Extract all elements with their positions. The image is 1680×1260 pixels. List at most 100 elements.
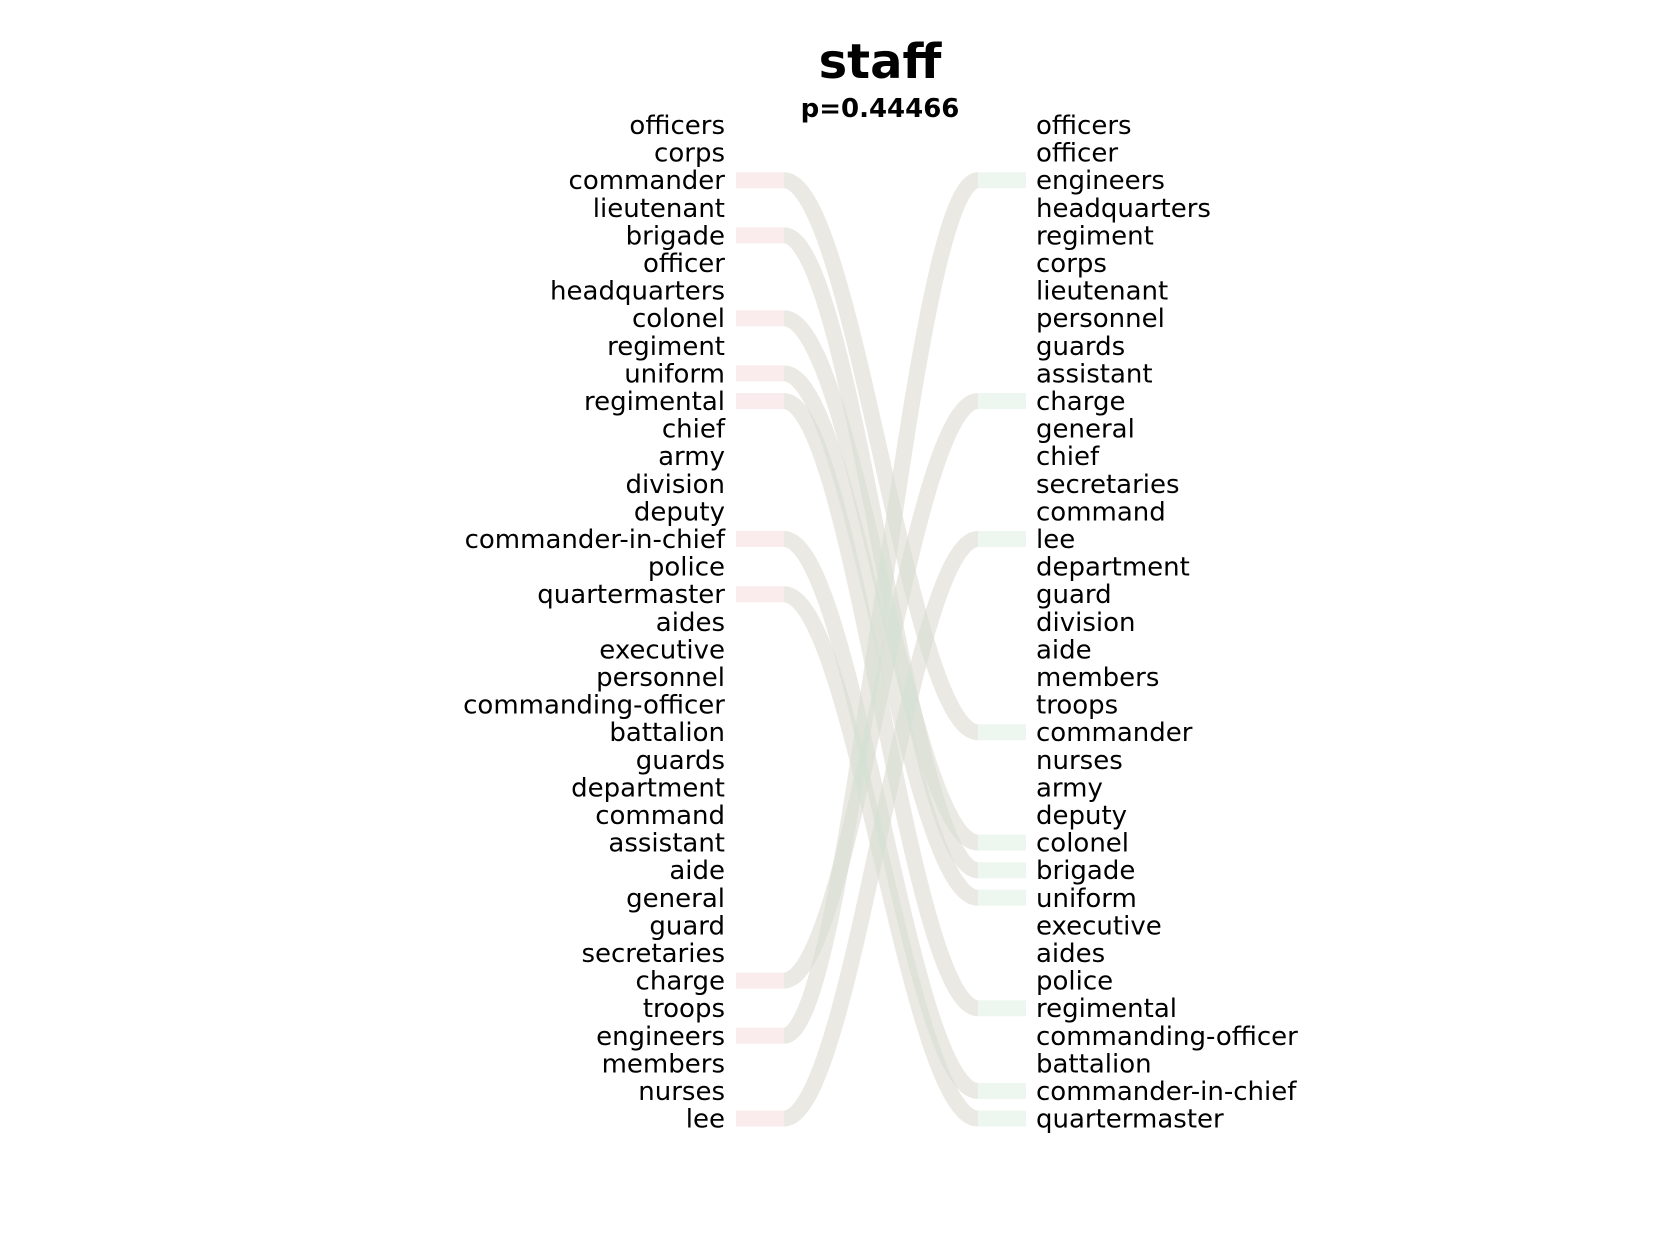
left-link-uniform	[736, 365, 981, 906]
left-word: regimental	[584, 387, 725, 417]
right-word: engineers	[1036, 166, 1165, 196]
left-word: chief	[662, 415, 726, 445]
left-word: aide	[669, 856, 725, 886]
right-word: quartermaster	[1036, 1105, 1224, 1135]
left-word: headquarters	[550, 277, 725, 307]
right-link-brigade	[781, 227, 1026, 879]
left-word: colonel	[632, 304, 725, 334]
right-word: uniform	[1036, 884, 1137, 914]
left-word: division	[626, 470, 726, 500]
right-link-lee	[781, 531, 1026, 1127]
left-word: commander-in-chief	[465, 525, 726, 555]
left-word: guard	[649, 911, 725, 941]
right-word-list: officersofficerengineersheadquartersregi…	[1036, 111, 1298, 1135]
right-word: lee	[1036, 525, 1075, 555]
right-word: charge	[1036, 387, 1125, 417]
left-link-regimental	[736, 393, 981, 1017]
right-link-commander-in-chief	[781, 531, 1026, 1099]
left-word: officer	[643, 249, 725, 279]
left-word: army	[658, 442, 725, 472]
right-word: members	[1036, 663, 1159, 693]
right-word: regiment	[1036, 221, 1154, 251]
right-link-colonel	[781, 310, 1026, 851]
left-word: brigade	[626, 221, 725, 251]
right-word: regimental	[1036, 994, 1177, 1024]
right-link-charge	[781, 393, 1026, 989]
left-word: officers	[629, 111, 725, 141]
diagram-subtitle: p=0.44466	[801, 94, 960, 124]
right-word: nurses	[1036, 746, 1123, 776]
left-word: corps	[654, 139, 725, 169]
diagram-title: staff	[819, 34, 943, 90]
left-word: commanding-officer	[463, 691, 725, 721]
right-word: secretaries	[1036, 470, 1180, 500]
connection-links	[736, 172, 1026, 1127]
left-word: uniform	[624, 359, 725, 389]
right-word: corps	[1036, 249, 1107, 279]
right-word: commanding-officer	[1036, 1022, 1298, 1052]
right-word: battalion	[1036, 1049, 1152, 1079]
right-word: army	[1036, 773, 1103, 803]
right-link-commander	[781, 172, 1026, 741]
left-word: quartermaster	[537, 580, 725, 610]
left-word: engineers	[596, 1022, 725, 1052]
right-word: aide	[1036, 635, 1092, 665]
right-link-quartermaster	[781, 586, 1026, 1127]
right-word: officer	[1036, 139, 1118, 169]
right-word: headquarters	[1036, 194, 1211, 224]
left-link-lee	[736, 531, 981, 1127]
left-word: general	[626, 884, 725, 914]
left-word: secretaries	[581, 939, 725, 969]
left-link-quartermaster	[736, 586, 981, 1127]
left-word: police	[648, 553, 725, 583]
right-word: colonel	[1036, 829, 1129, 859]
left-word: members	[602, 1049, 725, 1079]
left-word: executive	[599, 635, 725, 665]
right-link-regimental	[781, 393, 1026, 1017]
left-word: charge	[636, 967, 725, 997]
right-word: guard	[1036, 580, 1112, 610]
right-word: assistant	[1036, 359, 1153, 389]
right-word: executive	[1036, 911, 1162, 941]
right-word: officers	[1036, 111, 1132, 141]
right-word: guards	[1036, 332, 1125, 362]
right-word: commander-in-chief	[1036, 1077, 1297, 1107]
right-word: department	[1036, 553, 1190, 583]
right-word: troops	[1036, 691, 1118, 721]
left-word: commander	[569, 166, 726, 196]
right-word: command	[1036, 497, 1166, 527]
left-link-commander	[736, 172, 981, 741]
right-word: personnel	[1036, 304, 1165, 334]
left-link-brigade	[736, 227, 981, 879]
left-link-engineers	[736, 172, 981, 1044]
left-word: lee	[686, 1105, 725, 1135]
right-word: commander	[1036, 718, 1193, 748]
right-word: division	[1036, 608, 1136, 638]
left-link-commander-in-chief	[736, 531, 981, 1099]
right-word: general	[1036, 415, 1135, 445]
left-word: command	[595, 801, 725, 831]
left-word: aides	[656, 608, 725, 638]
right-word: lieutenant	[1036, 277, 1168, 307]
left-link-colonel	[736, 310, 981, 851]
right-word: aides	[1036, 939, 1105, 969]
right-link-uniform	[781, 365, 1026, 906]
left-word-list: officerscorpscommanderlieutenantbrigadeo…	[463, 111, 726, 1135]
left-word: personnel	[596, 663, 725, 693]
right-link-engineers	[781, 172, 1026, 1044]
right-word: deputy	[1036, 801, 1127, 831]
right-word: chief	[1036, 442, 1100, 472]
left-word: regiment	[607, 332, 725, 362]
left-word: deputy	[634, 497, 725, 527]
right-word: police	[1036, 967, 1113, 997]
right-word: brigade	[1036, 856, 1135, 886]
left-word: battalion	[609, 718, 725, 748]
left-word: lieutenant	[593, 194, 725, 224]
left-word: nurses	[638, 1077, 725, 1107]
left-word: troops	[643, 994, 725, 1024]
left-word: guards	[636, 746, 725, 776]
left-link-charge	[736, 393, 981, 989]
left-word: department	[571, 773, 725, 803]
left-word: assistant	[608, 829, 725, 859]
